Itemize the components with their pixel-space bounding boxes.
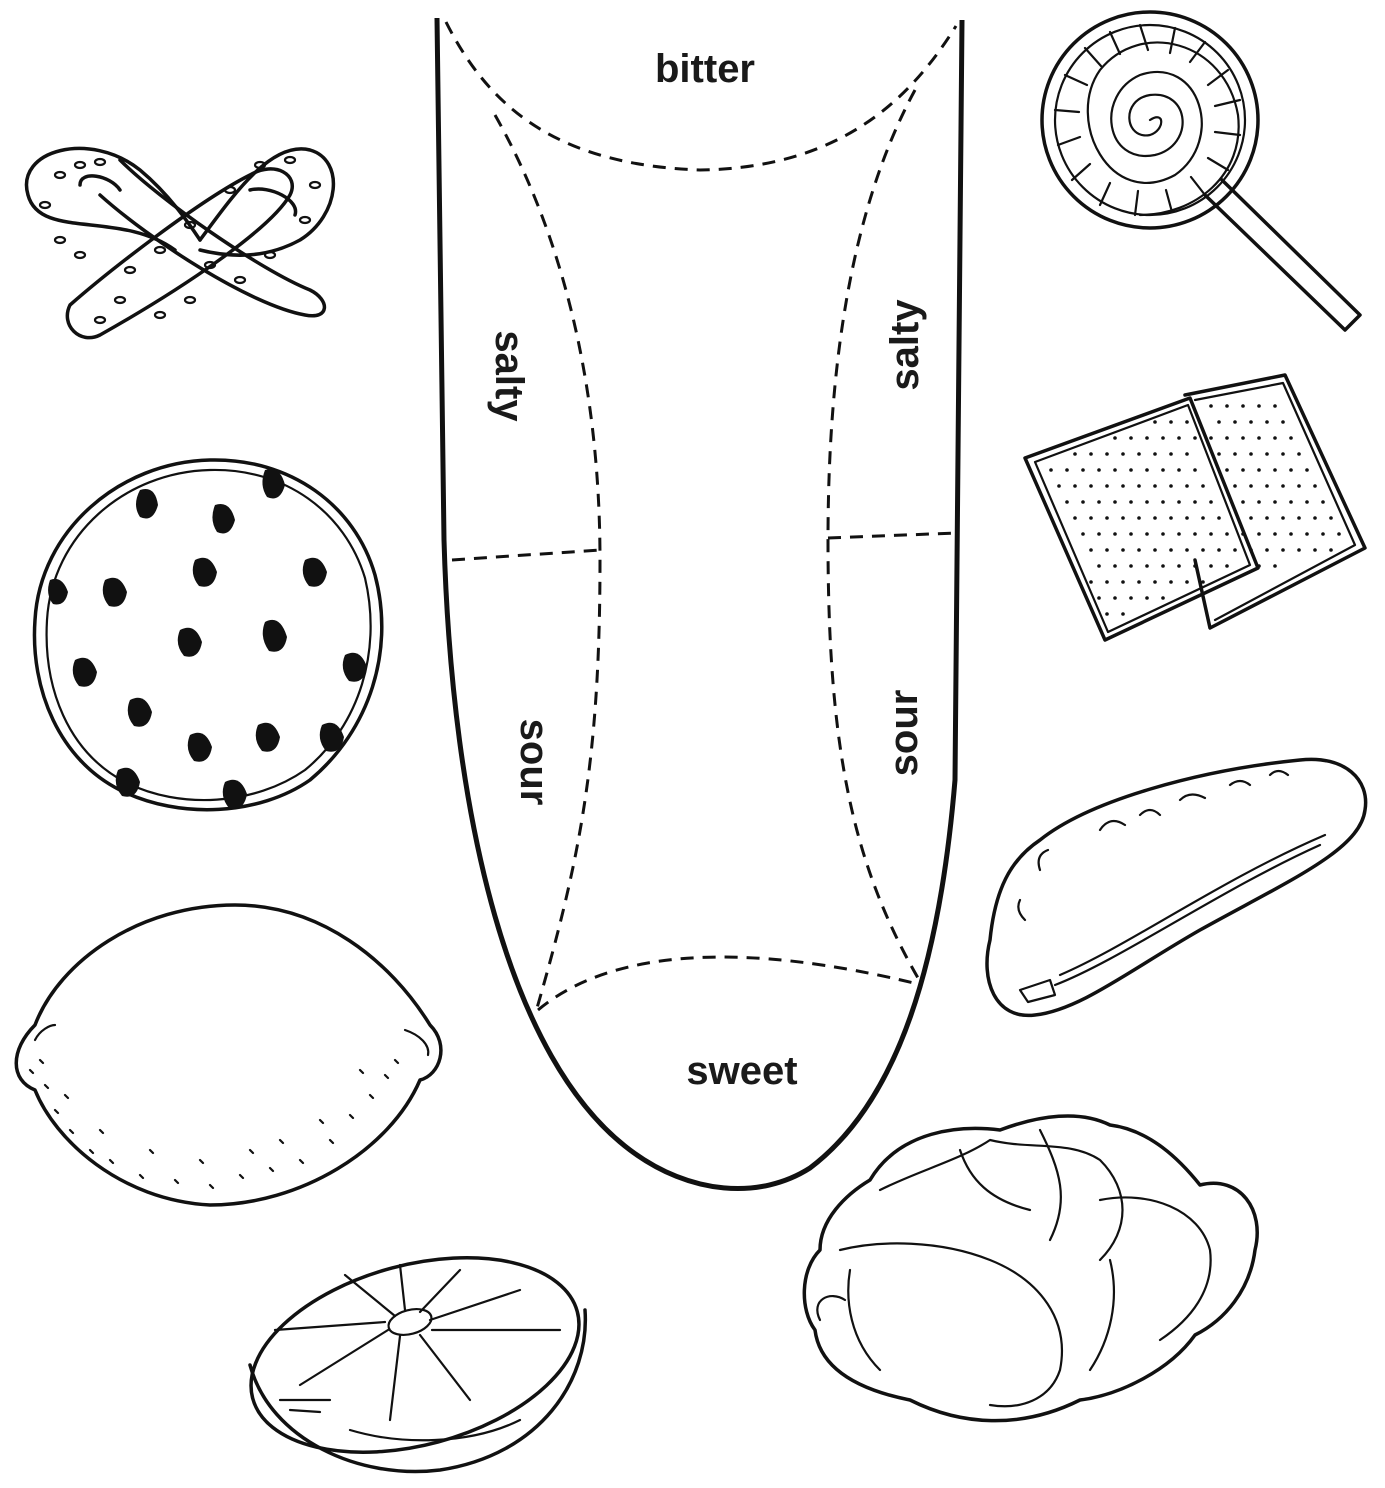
zone-label-bitter: bitter <box>655 47 755 91</box>
zone-label-salty-left: salty <box>487 330 531 422</box>
cookie-icon <box>34 460 381 810</box>
pretzel-icon <box>27 148 334 337</box>
crackers-icon <box>1025 375 1365 640</box>
zone-label-salty-right: salty <box>883 299 927 391</box>
zone-label-sour-left: sour <box>512 719 556 806</box>
zone-label-sour-right: sour <box>882 690 926 777</box>
tongue-outline <box>437 18 962 1189</box>
grapefruit-half-icon <box>229 1225 600 1486</box>
lemon-icon <box>16 905 441 1205</box>
pickle-icon <box>987 759 1366 1015</box>
zone-label-sweet: sweet <box>686 1049 797 1093</box>
lollipop-icon <box>1042 12 1360 330</box>
lettuce-icon <box>804 1116 1257 1421</box>
